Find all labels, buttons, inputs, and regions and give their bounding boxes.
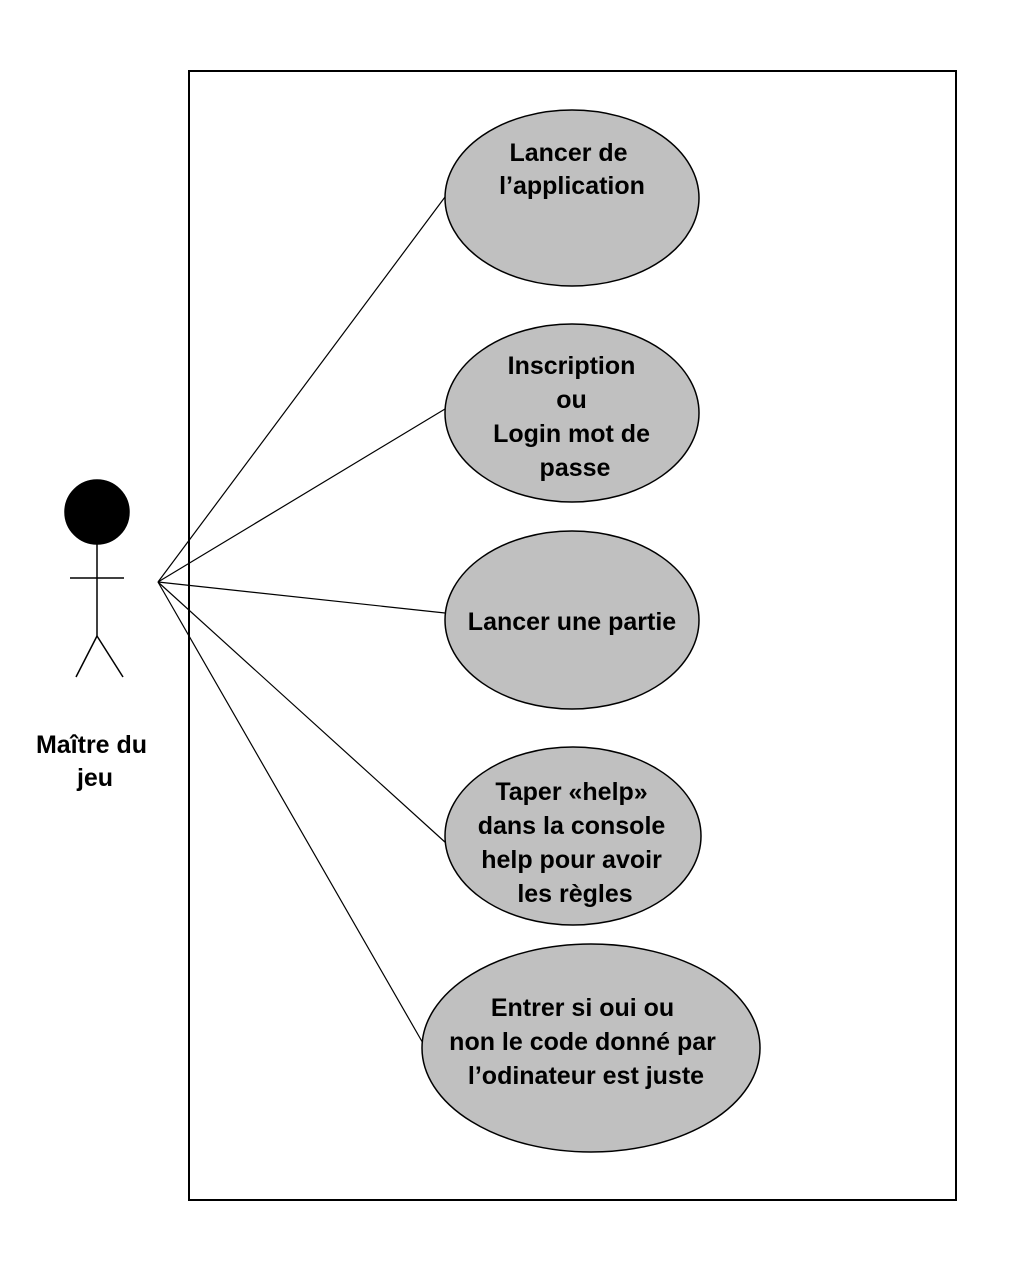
use-case-launch-app: Lancer de l’application (444, 109, 700, 287)
use-case-label-line: dans la console (478, 812, 666, 840)
use-case-ellipse (421, 943, 761, 1153)
associations (157, 196, 447, 1046)
use-case-label-line: Login mot de (493, 420, 650, 448)
actor-head (64, 479, 130, 545)
use-case-label: Entrer si oui ou non le code donné par l… (449, 994, 723, 1090)
use-case-help: Taper «help» dans la console help pour a… (444, 746, 702, 926)
association-line-start-game (157, 581, 446, 614)
use-case-label: Taper «help» dans la console help pour a… (478, 778, 673, 908)
use-case-label-line: ou (556, 386, 587, 414)
use-case-label-line: Taper «help» (495, 778, 647, 806)
use-case-signup-login: Inscription ou Login mot de passe (444, 323, 700, 503)
use-case-label-line: les règles (517, 880, 632, 908)
use-case-label-line: Lancer une partie (468, 608, 676, 636)
use-case-check-code: Entrer si oui ou non le code donné par l… (421, 943, 761, 1153)
actor-name: Maître du jeu (36, 731, 154, 792)
use-case-label: Inscription ou Login mot de passe (493, 352, 657, 482)
use-case-ellipse (444, 323, 700, 503)
actor-left-leg (75, 635, 98, 678)
use-case-label-line: Entrer si oui ou (491, 994, 674, 1022)
use-case-label-line: Inscription (508, 352, 636, 380)
use-case-label-line: passe (540, 454, 611, 482)
use-case-label-line: non le code donné par (449, 1028, 716, 1056)
association-line-launch-app (157, 196, 446, 583)
use-case-label-line: l’odinateur est juste (468, 1062, 704, 1090)
association-line-signup-login (157, 408, 446, 583)
actor-name-line: jeu (76, 764, 113, 792)
use-case-label-line: l’application (499, 172, 645, 200)
use-case-label-line: help pour avoir (481, 846, 662, 874)
use-case-ellipse (444, 109, 700, 287)
actor-right-leg (96, 635, 124, 678)
use-case-ellipse (444, 530, 700, 710)
use-case-label-line: Lancer de (509, 139, 627, 167)
association-line-help (157, 581, 447, 844)
actor-name-line: Maître du (36, 731, 147, 759)
use-case-label: Lancer de l’application (499, 139, 645, 200)
use-case-start-game: Lancer une partie (444, 530, 700, 710)
use-case-label: Lancer une partie (468, 608, 676, 636)
association-line-check-code (157, 581, 425, 1046)
use-case-ellipse (444, 746, 702, 926)
stick-figure-actor-icon (64, 479, 130, 678)
